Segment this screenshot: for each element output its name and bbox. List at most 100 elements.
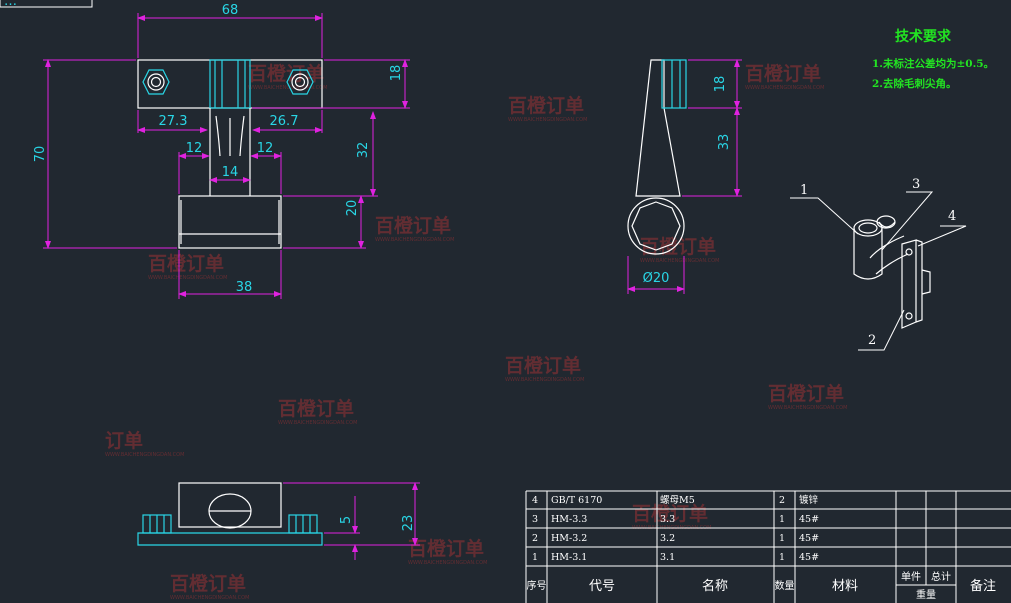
watermark-sub: WWW.BAICHENGDINGDAN.COM bbox=[768, 405, 847, 411]
watermark-text-short: 订单 bbox=[105, 429, 143, 452]
front-view bbox=[137, 59, 323, 249]
bom-code: HM-3.2 bbox=[551, 533, 587, 544]
bom-no: 4 bbox=[532, 495, 538, 506]
watermark-sub: WWW.BAICHENGDINGDAN.COM bbox=[745, 85, 824, 91]
watermark-sub: WWW.BAICHENGDINGDAN.COM bbox=[408, 560, 487, 566]
watermark-layer: 百橙订单 WWW.BAICHENGDINGDAN.COM 百橙订单 WWW.BA… bbox=[105, 62, 847, 601]
watermark: 百橙订单 WWW.BAICHENGDINGDAN.COM bbox=[768, 382, 847, 411]
watermark-sub: WWW.BAICHENGDINGDAN.COM bbox=[508, 117, 587, 123]
bom-no: 2 bbox=[532, 533, 538, 544]
bom-code: HM-3.3 bbox=[551, 514, 587, 525]
watermark-sub: WWW.BAICHENGDINGDAN.COM bbox=[148, 275, 227, 281]
watermark: 百橙订单 WWW.BAICHENGDINGDAN.COM bbox=[170, 572, 249, 601]
isometric-balloons: 1 2 3 4 bbox=[800, 177, 956, 348]
bom-no: 3 bbox=[532, 514, 538, 525]
bom-grid bbox=[525, 490, 1011, 603]
front-view-dimension-labels: 68 70 18 27.3 26.7 12 12 14 32 20 38 bbox=[33, 3, 404, 295]
watermark: 百橙订单 WWW.BAICHENGDINGDAN.COM bbox=[278, 397, 357, 426]
dim-side-33: 33 bbox=[717, 134, 732, 151]
dim-12-left: 12 bbox=[186, 141, 203, 156]
bom-row: 3 HM-3.3 3.3 1 45# bbox=[532, 514, 819, 525]
bom-row: 4 GB/T 6170 螺母M5 2 镀锌 bbox=[532, 494, 819, 506]
bom-header-code: 代号 bbox=[589, 579, 615, 594]
dim-bottom-23: 23 bbox=[401, 515, 416, 532]
bom-qty: 2 bbox=[779, 495, 785, 506]
bom-material: 镀锌 bbox=[799, 494, 819, 506]
dim-14: 14 bbox=[222, 165, 239, 180]
tech-note-1: 1.未标注公差均为±0.5。 bbox=[872, 57, 994, 70]
bom-header-name: 名称 bbox=[702, 578, 728, 594]
dim-68: 68 bbox=[222, 3, 239, 18]
watermark-text: 百橙订单 bbox=[745, 62, 821, 85]
bottom-view bbox=[137, 482, 323, 546]
dim-side-18: 18 bbox=[713, 76, 728, 93]
left-nut bbox=[142, 69, 170, 95]
watermark-text: 百橙订单 bbox=[248, 62, 324, 85]
watermark-sub: WWW.BAICHENGDINGDAN.COM bbox=[640, 258, 719, 264]
watermark: 百橙订单 WWW.BAICHENGDINGDAN.COM bbox=[508, 94, 587, 123]
isometric-leaders bbox=[790, 191, 967, 351]
side-tube-inner bbox=[631, 201, 681, 251]
side-arm-outline bbox=[635, 59, 681, 197]
watermark-text: 百橙订单 bbox=[170, 572, 246, 595]
tech-requirements: 技术要求 1.未标注公差均为±0.5。 2.去除毛刺尖角。 bbox=[872, 28, 994, 90]
watermark-text: 百橙订单 bbox=[148, 252, 224, 275]
watermark-sub: WWW.BAICHENGDINGDAN.COM bbox=[505, 377, 584, 383]
tech-note-2: 2.去除毛刺尖角。 bbox=[872, 77, 956, 90]
dim-38: 38 bbox=[236, 280, 253, 295]
watermark-text: 百橙订单 bbox=[640, 235, 716, 258]
bom-row: 2 HM-3.2 3.2 1 45# bbox=[532, 533, 819, 544]
watermark: 订单 WWW.BAICHENGDINGDAN.COM bbox=[105, 429, 184, 458]
bom-header-material: 材料 bbox=[832, 579, 858, 594]
bom-header: 序号 代号 名称 数量 材料 单件 总计 重量 备注 bbox=[527, 570, 997, 601]
balloon-4: 4 bbox=[948, 209, 956, 224]
bom-material: 45# bbox=[799, 514, 819, 525]
tech-requirements-title: 技术要求 bbox=[895, 28, 952, 45]
balloon-2: 2 bbox=[868, 333, 876, 348]
bom-code: HM-3.1 bbox=[551, 552, 587, 563]
watermark: 百橙订单 WWW.BAICHENGDINGDAN.COM bbox=[375, 214, 454, 243]
bom-name: 3.2 bbox=[660, 533, 675, 544]
dim-70: 70 bbox=[33, 146, 48, 163]
isometric-view bbox=[853, 215, 931, 329]
balloon-1: 1 bbox=[800, 183, 808, 198]
bom-name: 3.1 bbox=[660, 552, 675, 563]
watermark-text: 百橙订单 bbox=[505, 354, 581, 377]
watermark: 百橙订单 WWW.BAICHENGDINGDAN.COM bbox=[248, 62, 327, 91]
bom-material: 45# bbox=[799, 552, 819, 563]
balloon-3: 3 bbox=[912, 177, 920, 192]
watermark-text: 百橙订单 bbox=[278, 397, 354, 420]
bom-header-qty: 数量 bbox=[775, 579, 795, 592]
dim-side-dia20: Ø20 bbox=[643, 271, 670, 286]
watermark-sub: WWW.BAICHENGDINGDAN.COM bbox=[375, 237, 454, 243]
bom-header-no: 序号 bbox=[527, 579, 547, 592]
watermark: 百橙订单 WWW.BAICHENGDINGDAN.COM bbox=[408, 537, 487, 566]
bottom-view-dimension-labels: 5 23 bbox=[339, 515, 416, 532]
side-view-dimensions bbox=[627, 59, 742, 294]
dim-26-7: 26.7 bbox=[270, 114, 299, 129]
tab-label: … bbox=[4, 0, 17, 9]
dim-27-3: 27.3 bbox=[159, 114, 188, 129]
bom-qty: 1 bbox=[779, 552, 785, 563]
dim-20: 20 bbox=[345, 200, 360, 217]
bom-table: 4 GB/T 6170 螺母M5 2 镀锌 3 HM-3.3 3.3 1 45#… bbox=[525, 490, 1011, 603]
bom-header-unit: 单件 bbox=[901, 571, 921, 583]
bom-header-weight: 重量 bbox=[916, 588, 936, 601]
watermark: 百橙订单 WWW.BAICHENGDINGDAN.COM bbox=[640, 235, 719, 264]
watermark-text: 百橙订单 bbox=[408, 537, 484, 560]
bom-qty: 1 bbox=[779, 514, 785, 525]
top-left-tab[interactable]: … bbox=[0, 0, 93, 9]
dim-32: 32 bbox=[356, 142, 371, 159]
side-view-dimension-labels: 18 33 Ø20 bbox=[643, 76, 732, 286]
base-tube-outline bbox=[178, 195, 282, 249]
bom-qty: 1 bbox=[779, 533, 785, 544]
center-lug bbox=[209, 59, 251, 109]
bom-name: 螺母M5 bbox=[660, 495, 695, 506]
right-nut bbox=[286, 69, 314, 95]
watermark-text: 百橙订单 bbox=[375, 214, 451, 237]
watermark-text: 百橙订单 bbox=[632, 502, 708, 525]
watermark: 百橙订单 WWW.BAICHENGDINGDAN.COM bbox=[148, 252, 227, 281]
watermark-sub: WWW.BAICHENGDINGDAN.COM bbox=[248, 85, 327, 91]
bom-material: 45# bbox=[799, 533, 819, 544]
